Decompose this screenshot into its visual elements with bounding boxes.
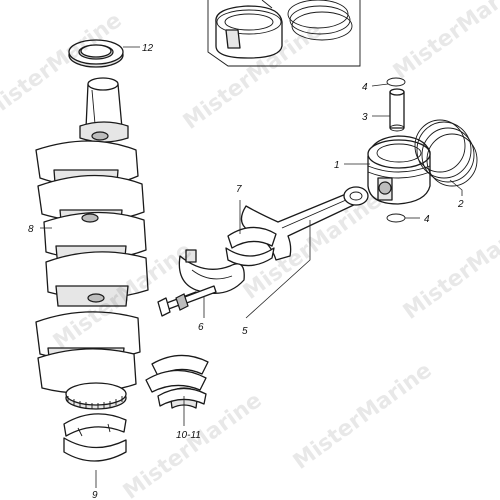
callout-5: 5 [242, 326, 248, 337]
main-bearing-shells [63, 413, 127, 462]
callout-4-lower: 4 [424, 214, 430, 225]
circlip-upper [386, 77, 406, 87]
circlip-lower [386, 213, 406, 223]
callout-1: 1 [334, 160, 340, 171]
callout-4-upper: 4 [362, 82, 368, 93]
callout-7: 7 [236, 184, 242, 195]
callout-10-11: 10-11 [176, 430, 201, 441]
watermark-text: MisterMarine [289, 358, 437, 475]
thrust-washers [145, 354, 209, 409]
piston [367, 135, 431, 205]
callout-6: 6 [198, 322, 204, 333]
callout-8: 8 [28, 224, 34, 235]
crankshaft [35, 77, 149, 410]
piston-pin [389, 88, 405, 132]
watermark-text: MisterMarine [399, 208, 500, 325]
oil-seal-ring [68, 39, 124, 68]
callout-labels: 1 2 3 4 4 5 6 7 8 9 10-11 12 [28, 43, 464, 500]
watermark-text: MisterMarine [239, 188, 387, 305]
rod-bolts [157, 285, 217, 317]
connecting-rod-cap [178, 249, 245, 294]
watermark-text: MisterMarine [389, 0, 500, 85]
upper-inset-box [207, 0, 361, 67]
callout-12: 12 [142, 43, 154, 54]
leader-lines [40, 46, 463, 488]
callout-3: 3 [362, 112, 368, 123]
piston-rings [414, 119, 478, 187]
rod-bearing-upper [225, 226, 277, 267]
callout-9: 9 [92, 490, 98, 500]
callout-2: 2 [457, 199, 464, 210]
